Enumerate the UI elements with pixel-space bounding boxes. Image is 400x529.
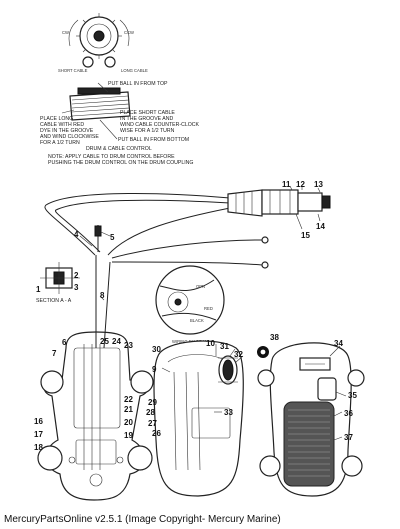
callout-8: 8 <box>100 291 105 300</box>
callout-30: 30 <box>152 345 161 354</box>
callout-32: 32 <box>234 350 243 359</box>
long-cable-note-line: DYE IN THE GROOVE <box>40 128 94 134</box>
long-cable-note-line: CABLE WITH RED <box>40 122 84 128</box>
callout-38: 38 <box>270 333 279 342</box>
leader-lines <box>79 185 347 441</box>
short-cable-note-line: WIND CABLE COUNTER-CLOCK <box>120 122 200 128</box>
callout-17: 17 <box>34 430 43 439</box>
callout-35: 35 <box>348 391 357 400</box>
callout-10: 10 <box>206 339 215 348</box>
drum-note-line: NOTE: APPLY CABLE TO DRUM CONTROL BEFORE <box>48 154 175 160</box>
callout-4: 4 <box>74 230 79 239</box>
callout-31: 31 <box>220 342 229 351</box>
callout-9: 9 <box>152 365 157 374</box>
callout-36: 36 <box>344 409 353 418</box>
pedal-right <box>257 342 365 497</box>
long-cable-note: PLACE LONG CABLE WITH RED DYE IN THE GRO… <box>40 116 99 146</box>
callouts: 11 12 13 14 15 4 5 1 2 3 8 6 7 25 24 23 … <box>34 180 357 452</box>
callout-21: 21 <box>124 405 133 414</box>
long-cable-label: LONG CABLE <box>121 68 148 73</box>
callout-37: 37 <box>344 433 353 442</box>
cw-label: CW <box>62 30 69 35</box>
drum-detail: CW CCW SHORT CABLE LONG CABLE PUT BALL I… <box>40 13 200 166</box>
wire-label-opn: OPN <box>196 284 205 289</box>
drum-note-line: PUSHING THE DRUM CONTROL ON THE DRUM COU… <box>48 160 193 166</box>
callout-1: 1 <box>36 285 41 294</box>
section-a-a: SECTION A - A <box>36 262 80 304</box>
callout-27: 27 <box>148 419 157 428</box>
long-cable-note-line: AND WIND CLOCKWISE <box>40 134 99 140</box>
callout-24: 24 <box>112 337 121 346</box>
callout-33: 33 <box>224 408 233 417</box>
short-cable-label: SHORT CABLE <box>58 68 88 73</box>
callout-22: 22 <box>124 395 133 404</box>
callout-11: 11 <box>282 180 291 189</box>
callout-34: 34 <box>334 339 343 348</box>
callout-2: 2 <box>74 271 79 280</box>
drum-caption: DRUM & CABLE CONTROL <box>86 146 152 152</box>
long-cable-note-line: PLACE LONG <box>40 116 73 122</box>
callout-18: 18 <box>34 443 43 452</box>
wire-label-red: RED <box>204 306 213 311</box>
section-label: SECTION A - A <box>36 298 72 304</box>
callout-26: 26 <box>152 429 161 438</box>
put-ball-bottom-note: PUT BALL IN FROM BOTTOM <box>118 137 189 143</box>
wire-label-black: BLACK <box>190 318 204 323</box>
callout-3: 3 <box>74 283 79 292</box>
callout-15: 15 <box>301 231 310 240</box>
pedal-center <box>153 340 244 497</box>
short-cable-note-line: PLACE SHORT CABLE <box>120 110 175 116</box>
grommet-38 <box>257 346 269 358</box>
callout-19: 19 <box>124 431 133 440</box>
wiring-inset: OPN RED BLACK WIRING DIAGRAM <box>155 265 225 344</box>
callout-16: 16 <box>34 417 43 426</box>
put-ball-top-note: PUT BALL IN FROM TOP <box>108 81 168 87</box>
callout-23: 23 <box>124 341 133 350</box>
callout-5: 5 <box>110 233 115 242</box>
short-cable-note: PLACE SHORT CABLE IN THE GROOVE AND WIND… <box>120 110 200 134</box>
copyright-footer: MercuryPartsOnline v2.5.1 (Image Copyrig… <box>4 514 281 525</box>
drum-side-view <box>69 82 131 121</box>
callout-20: 20 <box>124 418 133 427</box>
ccw-label: CCW <box>124 30 134 35</box>
callout-12: 12 <box>296 180 305 189</box>
callout-7: 7 <box>52 349 57 358</box>
cable-assembly <box>44 189 331 269</box>
callout-25: 25 <box>100 337 109 346</box>
drum-gear <box>68 13 130 68</box>
callout-13: 13 <box>314 180 323 189</box>
callout-6: 6 <box>62 338 67 347</box>
callout-29: 29 <box>148 398 157 407</box>
long-cable-note-line: FOR A 1/2 TURN <box>40 140 80 146</box>
short-cable-note-line: IN THE GROOVE AND <box>120 116 173 122</box>
short-cable-note-line: WISE FOR A 1/2 TURN <box>120 128 175 134</box>
callout-14: 14 <box>316 222 325 231</box>
pedal-base-left <box>37 255 154 501</box>
callout-28: 28 <box>146 408 155 417</box>
